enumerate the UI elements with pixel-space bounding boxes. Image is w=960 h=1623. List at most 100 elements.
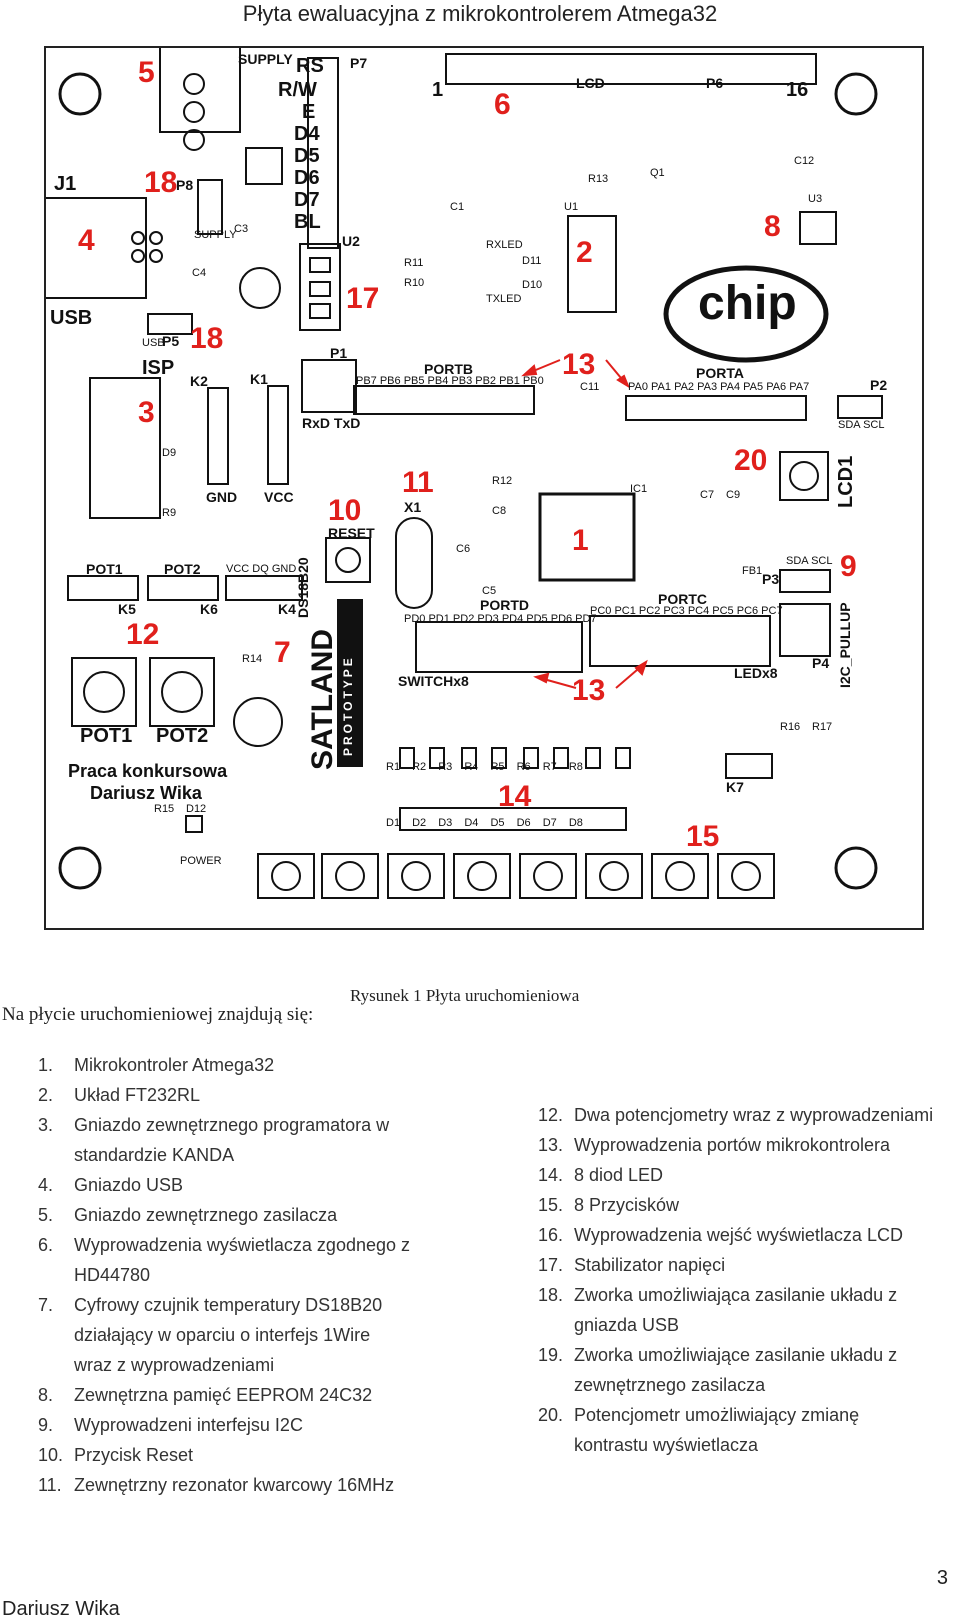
callout-11: 11: [402, 466, 434, 499]
label-lcd: LCD: [576, 75, 605, 91]
list-item: 11.Zewnętrzny rezonator kwarcowy 16MHz: [38, 1475, 395, 1495]
label-k5: K5: [118, 601, 136, 617]
label-r12: R12: [492, 475, 513, 487]
prototype-logo: PROTOTYPE: [341, 655, 355, 756]
figure-caption: Rysunek 1 Płyta uruchomieniowa: [350, 986, 580, 1005]
label-portb-pins: PB7 PB6 PB5 PB4 PB3 PB2 PB1 PB0: [356, 375, 544, 387]
label-praca: Praca konkursowa: [68, 761, 228, 781]
label-vcc-dq-gnd: VCC DQ GND: [226, 563, 297, 575]
label-r9: R9: [162, 507, 177, 519]
label-c3: C3: [234, 223, 249, 235]
label-d5: D5: [294, 145, 320, 167]
label-p6: P6: [706, 75, 724, 91]
list-item: 14.8 diod LED: [538, 1165, 664, 1185]
label-p4: P4: [812, 655, 830, 671]
list-item: 16.Wyprowadzenia wejść wyświetlacza LCD: [538, 1225, 903, 1245]
callout-15: 15: [686, 820, 720, 853]
page-number: 3: [936, 1567, 948, 1589]
list-item: 8.Zewnętrzna pamięć EEPROM 24C32: [38, 1385, 373, 1405]
label-porta: PORTA: [696, 365, 744, 381]
list-item: 20.Potencjometr umożliwiający zmianę kon…: [538, 1405, 860, 1455]
label-d-row: D1 D2 D3 D4 D5 D6 D7 D8: [386, 817, 583, 829]
chip-logo: chip: [698, 277, 797, 330]
callout-4: 4: [78, 224, 95, 257]
list-item: 18.Zworka umożliwiająca zasilanie układu…: [538, 1285, 898, 1335]
callout-13-top: 13: [562, 348, 596, 381]
label-r13: R13: [588, 173, 609, 185]
label-c11: C11: [580, 381, 600, 393]
label-d9: D9: [162, 447, 177, 459]
list-item: 13.Wyprowadzenia portów mikrokontrolera: [538, 1135, 890, 1155]
list-item: 19.Zworka umożliwiające zasilanie układu…: [538, 1345, 898, 1395]
label-lcd-1: 1: [432, 79, 444, 101]
callout-12: 12: [126, 618, 160, 651]
label-portd: PORTD: [480, 597, 529, 613]
label-lcd-16: 16: [786, 79, 809, 101]
label-ic1: IC1: [630, 483, 648, 495]
label-vcc: VCC: [264, 489, 294, 505]
label-c5: C5: [482, 585, 497, 597]
label-ds18b20: DS18B20: [295, 557, 311, 618]
callout-2: 2: [576, 236, 593, 269]
label-p7: P7: [350, 55, 368, 71]
label-d11: D11: [522, 255, 542, 267]
callout-17: 17: [346, 282, 380, 315]
label-u3: U3: [808, 193, 823, 205]
label-k4: K4: [278, 601, 296, 617]
label-rs: RS: [296, 55, 324, 77]
feature-list-left: 1.Mikrokontroler Atmega32 2.Układ FT232R…: [38, 1050, 448, 1500]
label-pot1: POT1: [86, 561, 123, 577]
feature-list-right: 12.Dwa potencjometry wraz z wyprowadzeni…: [538, 1100, 938, 1460]
label-ledx8: LEDx8: [734, 665, 778, 681]
label-isp: ISP: [142, 357, 175, 379]
label-x1: X1: [404, 499, 422, 515]
label-p8: P8: [176, 177, 194, 193]
list-item: 12.Dwa potencjometry wraz z wyprowadzeni…: [538, 1105, 934, 1125]
label-porta-pins: PA0 PA1 PA2 PA3 PA4 PA5 PA6 PA7: [628, 381, 810, 393]
label-c6: C6: [456, 543, 471, 555]
label-k7: K7: [726, 779, 744, 795]
callout-18: 18: [190, 322, 224, 355]
label-sda-scl-2: SDA SCL: [786, 555, 833, 567]
footer-author: Dariusz Wika: [2, 1598, 120, 1620]
label-bl: BL: [294, 211, 321, 233]
label-r-row: R1 R2 R3 R4 R5 R6 R7 R8: [386, 761, 583, 773]
label-pot1-big: POT1: [80, 725, 133, 747]
label-portc: PORTC: [658, 591, 707, 607]
intro-text: Na płycie uruchomieniowej znajdują się:: [2, 1004, 314, 1025]
list-item: 6.Wyprowadzenia wyświetlacza zgodnego z …: [38, 1235, 411, 1285]
label-k1: K1: [250, 371, 268, 387]
callout-13-bottom: 13: [572, 674, 606, 707]
label-portb: PORTB: [424, 361, 473, 377]
label-power: POWER: [180, 855, 222, 867]
label-r16: R16: [780, 721, 801, 733]
list-item: 15.8 Przycisków: [538, 1195, 680, 1215]
callout-5: 5: [138, 56, 155, 89]
label-c7: C7: [700, 489, 715, 501]
label-r14: R14: [242, 653, 263, 665]
label-rw: R/W: [278, 79, 317, 101]
callout-9: 9: [840, 550, 857, 583]
list-item: 9.Wyprowadzeni interfejsu I2C: [38, 1415, 303, 1435]
label-lcd1: LCD1: [835, 455, 857, 508]
callout-14: 14: [498, 780, 532, 813]
label-switchx8: SWITCHx8: [398, 673, 469, 689]
label-gnd: GND: [206, 489, 238, 505]
satland-logo: SATLAND: [306, 628, 339, 770]
label-pot2-big: POT2: [156, 725, 209, 747]
label-c1: C1: [450, 201, 465, 213]
label-rxd-txd: RxD TxD: [302, 415, 361, 431]
label-d10: D10: [522, 279, 543, 291]
callout-20: 20: [734, 444, 768, 477]
label-usb: USB: [50, 307, 93, 329]
callout-19: 18: [144, 166, 178, 199]
label-c4: C4: [192, 267, 207, 279]
callout-10: 10: [328, 494, 362, 527]
list-item: 5.Gniazdo zewnętrznego zasilacza: [38, 1205, 338, 1225]
label-portc-pins: PC0 PC1 PC2 PC3 PC4 PC5 PC6 PC7: [590, 605, 783, 617]
label-portd-pins: PD0 PD1 PD2 PD3 PD4 PD5 PD6 PD7: [404, 613, 597, 625]
label-rxled: RXLED: [486, 239, 523, 251]
label-d6: D6: [294, 167, 320, 189]
label-txled: TXLED: [486, 293, 522, 305]
label-c9: C9: [726, 489, 741, 501]
